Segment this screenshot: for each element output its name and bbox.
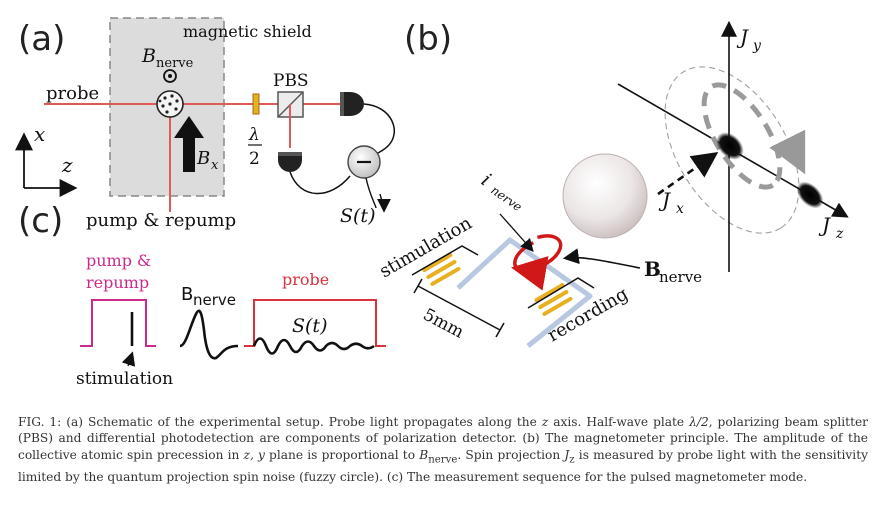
caption-bnerve: B xyxy=(419,447,429,462)
current-loop-icon xyxy=(511,234,563,291)
figure-caption: FIG. 1: (a) Schematic of the experimenta… xyxy=(18,414,868,485)
bnerve-seq-symbol: B xyxy=(181,284,193,305)
detector-bottom-icon xyxy=(278,152,302,172)
magnetic-shield-label: magnetic shield xyxy=(183,22,312,41)
out-of-plane-dot xyxy=(168,74,172,78)
jy-subscript: y xyxy=(752,38,762,54)
panel-b: (b) J y J z J x xyxy=(376,19,849,348)
stimulation-seq-label: stimulation xyxy=(76,369,173,389)
bx-arrow-icon xyxy=(174,116,204,172)
b-nerve-subscript: nerve xyxy=(156,56,194,71)
signal-seq-label: S(t) xyxy=(292,315,327,337)
stimulation-electrode-icon xyxy=(422,253,461,286)
caption-part2: axis. Half-wave plate xyxy=(548,415,690,429)
pump-repump-label: pump & repump xyxy=(86,210,236,231)
precession-envelope xyxy=(664,66,800,234)
jz-symbol: J xyxy=(818,213,831,237)
caption-part1: (a) Schematic of the experimental setup.… xyxy=(66,415,542,429)
panel-a-label: (a) xyxy=(18,19,65,59)
detector-right-icon xyxy=(340,92,364,116)
jz-subscript: z xyxy=(835,226,844,242)
caption-jz-sub: z xyxy=(569,454,575,466)
caption-zy: z, y xyxy=(243,447,265,462)
signal-lead xyxy=(365,177,377,209)
z-axis-label: z xyxy=(61,153,73,177)
panel-b-label: (b) xyxy=(404,19,452,59)
caption-part3: , polarizing beam splitter (PBS) and dif… xyxy=(18,415,869,462)
pump-seq-label-line2: repump xyxy=(86,273,149,292)
i-nerve-arrow xyxy=(499,213,534,252)
pump-pulse xyxy=(80,299,156,347)
b-nerve-field-symbol: B xyxy=(644,257,661,281)
b-nerve-symbol: B xyxy=(141,45,156,67)
caption-jz: J xyxy=(564,447,570,462)
probe-pulse xyxy=(244,299,386,347)
jx-symbol: J xyxy=(658,188,671,212)
caption-z: z xyxy=(541,415,549,429)
caption-part4: plane is proportional to xyxy=(264,447,420,462)
stimulation-pointer xyxy=(121,351,136,367)
scale-label: 5mm xyxy=(420,305,467,343)
out-of-plane-icon xyxy=(163,69,177,83)
precession-loop xyxy=(701,82,783,190)
caption-part6: is measured by probe light with the sens… xyxy=(18,447,868,484)
scale-bar xyxy=(413,278,505,338)
vapor-cell-sphere xyxy=(562,153,648,239)
atom-cell-icon xyxy=(156,90,184,118)
probe-seq-label: probe xyxy=(282,270,329,289)
recording-electrode-icon xyxy=(534,283,573,316)
precession-arrow xyxy=(769,129,806,175)
panel-c-label: (c) xyxy=(18,201,63,241)
detector-wire-bottom xyxy=(289,171,351,195)
probe-label: probe xyxy=(46,83,99,104)
caption-part5: . Spin projection xyxy=(457,447,565,462)
two-symbol: 2 xyxy=(249,149,260,169)
x-axis-label: x xyxy=(34,122,45,146)
recording-bracket xyxy=(527,277,595,309)
i-nerve-subscript: nerve xyxy=(488,183,524,214)
b-nerve-field-subscript: nerve xyxy=(659,268,702,286)
pump-seq-label-line1: pump & xyxy=(86,251,151,270)
signal-waveform xyxy=(252,337,375,355)
figure: (a) magnetic shield probe B nerve B x xyxy=(15,17,849,389)
differential-amplifier-icon xyxy=(347,145,381,179)
panel-c: (c) pump & repump stimulation B nerve pr… xyxy=(18,201,386,389)
caption-lambda: λ/2 xyxy=(689,415,709,429)
half-wave-plate xyxy=(252,93,260,115)
detector-wire-right xyxy=(363,103,395,155)
caption-bnerve-sub: nerve xyxy=(428,454,458,466)
pbs-label: PBS xyxy=(273,71,309,91)
lambda-symbol: λ xyxy=(248,125,260,145)
bx-subscript: x xyxy=(211,158,219,173)
spin-blob-outer xyxy=(796,181,824,209)
jx-subscript: x xyxy=(676,201,684,217)
stimulation-bracket xyxy=(411,245,479,276)
bx-symbol: B xyxy=(196,148,210,169)
axes-icon xyxy=(15,132,78,197)
panel-a: (a) magnetic shield probe B nerve B x xyxy=(15,17,395,231)
b-nerve-arrow xyxy=(562,248,641,269)
signal-arrow xyxy=(376,193,391,213)
jy-symbol: J xyxy=(736,25,749,49)
nerve-fiber xyxy=(456,237,593,348)
bnerve-seq-subscript: nerve xyxy=(193,291,236,309)
bnerve-waveform xyxy=(179,309,239,360)
caption-fig: FIG. 1: xyxy=(18,415,62,429)
signal-label: S(t) xyxy=(340,205,375,227)
spin-blob-center xyxy=(716,132,744,160)
